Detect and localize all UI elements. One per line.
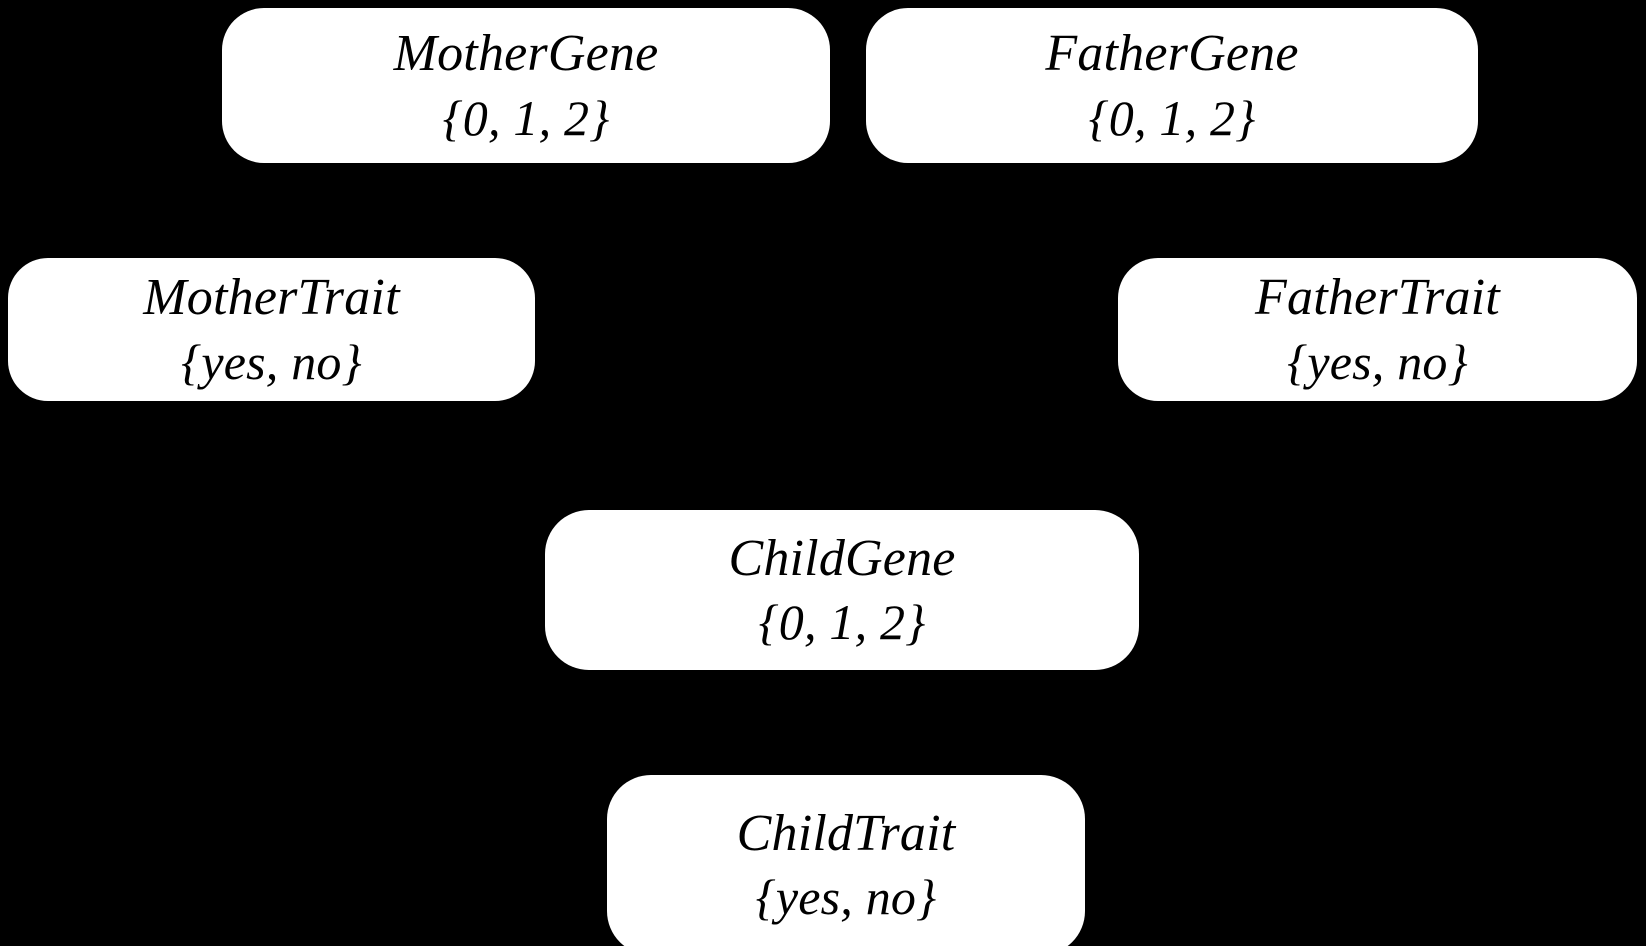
node-father-gene[interactable]: FatherGene {0, 1, 2} [866,8,1478,163]
edge-mother-gene-to-child-gene [600,163,603,510]
node-mother-trait[interactable]: MotherTrait {yes, no} [8,258,535,401]
edge-father-gene-to-child-gene [1080,163,1083,510]
node-father-trait-label: FatherTrait [1255,269,1500,327]
node-father-trait[interactable]: FatherTrait {yes, no} [1118,258,1637,401]
node-child-trait-label: ChildTrait [736,804,956,862]
edge-mother-gene-to-mother-trait [260,163,263,258]
node-mother-trait-label: MotherTrait [143,269,400,327]
node-child-trait-domain: {yes, no} [755,869,937,926]
node-father-gene-domain: {0, 1, 2} [1088,89,1256,146]
node-mother-trait-domain: {yes, no} [181,333,362,390]
edge-child-gene-to-child-trait [845,670,848,775]
node-child-gene-domain: {0, 1, 2} [758,594,926,651]
node-child-trait[interactable]: ChildTrait {yes, no} [607,775,1085,946]
node-mother-gene[interactable]: MotherGene {0, 1, 2} [222,8,830,163]
node-father-gene-label: FatherGene [1045,25,1299,83]
node-child-gene-label: ChildGene [728,529,956,587]
node-child-gene[interactable]: ChildGene {0, 1, 2} [545,510,1139,670]
edge-father-gene-to-father-trait [1380,163,1383,258]
node-mother-gene-domain: {0, 1, 2} [442,89,610,146]
node-mother-gene-label: MotherGene [393,25,659,83]
node-father-trait-domain: {yes, no} [1287,333,1468,390]
